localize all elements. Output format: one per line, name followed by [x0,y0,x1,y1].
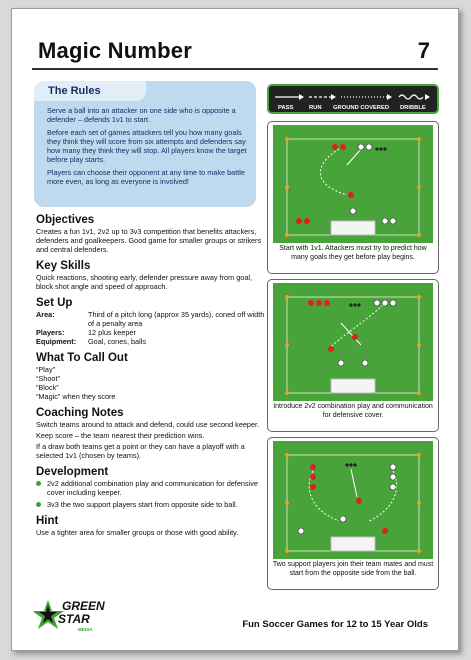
cone-icons [285,137,421,237]
call-out-line: “Magic” when they score [36,392,116,401]
diagram-caption: Two support players join their team mate… [272,561,434,577]
ball-icons [375,147,387,151]
title-divider [32,68,438,70]
attacker-players [310,464,388,534]
pass-arrow-icon [340,322,362,346]
rules-paragraph: Players can choose their opponent at any… [47,168,245,186]
logo-word-media: MEDIA [78,627,93,632]
coaching-text: If a draw both teams get a point or they… [36,442,245,460]
coaching-section: Coaching Notes Switch teams around to at… [36,407,266,460]
run-arrow-icon [320,148,348,196]
pitch-diagram-2 [273,283,433,401]
diagram-panel-1: Start with 1v1. Attackers must try to pr… [267,121,439,274]
pass-arrow-icon [275,94,304,100]
setup-heading: Set Up [36,297,73,309]
diagram-caption: Start with 1v1. Attackers must try to pr… [279,245,427,261]
pitch-diagram-3 [273,441,433,559]
key-skills-section: Key Skills Quick reactions, shooting ear… [36,260,266,291]
run-arrow-icon [309,94,336,100]
legend-pass-label: PASS [278,105,294,111]
legend-run-label: RUN [309,105,322,111]
setup-key: Area: [36,310,55,319]
call-out-line: “Shoot” [36,374,60,383]
legend-lines [275,94,430,100]
rules-body: Serve a ball into an attacker on one sid… [47,106,249,190]
diagram-panel-2: Introduce 2v2 combination play and commu… [267,279,439,432]
rules-box: The Rules Serve a ball into an attacker … [34,81,256,207]
development-heading: Development [36,466,109,478]
cone-icons [285,295,421,395]
setup-value: Third of a pitch long (approx 35 yards),… [88,310,265,328]
development-item: 3v3 the two support players start from o… [36,500,266,509]
diagram-panel-3: Two support players join their team mate… [267,437,439,590]
pass-arrow-icon [346,148,362,166]
bullet-icon [36,481,41,486]
setup-value: 12 plus keeper [88,328,136,337]
call-out-line: “Play” [36,365,56,374]
hint-text: Use a tighter area for smaller groups or… [36,528,239,537]
run-arrow-icon [330,304,384,348]
goal-icon [330,220,376,236]
development-text: 2v2 additional combination play and comm… [47,479,258,497]
page-title: Magic Number [38,38,192,63]
logo-word-star: STAR [58,612,90,626]
setup-row-players: Players: 12 plus keeper [36,328,266,337]
diagram-caption: Introduce 2v2 combination play and commu… [273,403,433,419]
key-skills-heading: Key Skills [36,260,91,272]
logo-word-green: GREEN [62,599,105,613]
call-out-section: What To Call Out “Play” “Shoot” “Block” … [36,352,266,401]
setup-value: Goal, cones, balls [88,337,147,346]
goal-icon [330,378,376,394]
coaching-heading: Coaching Notes [36,407,124,419]
setup-key: Players: [36,328,65,337]
ball-icons [349,303,361,307]
cone-icons [285,453,421,553]
attacker-players [296,144,354,224]
rules-paragraph: Serve a ball into an attacker on one sid… [47,106,236,124]
green-star-logo: GREEN STAR MEDIA [32,596,114,638]
rules-tab [34,81,146,101]
defender-players [297,463,397,535]
objectives-section: Objectives Creates a fun 1v1, 2v2 up to … [36,214,266,254]
development-section: Development 2v2 additional combination p… [36,466,266,509]
ground-covered-arrow-icon [341,94,392,100]
left-column: Objectives Creates a fun 1v1, 2v2 up to … [36,214,266,543]
development-text: 3v3 the two support players start from o… [47,500,238,509]
logo-graphic: GREEN STAR MEDIA [32,599,105,632]
objectives-text: Creates a fun 1v1, 2v2 up to 3v3 competi… [36,227,262,254]
star-inner-icon [39,605,57,623]
defender-players [349,143,397,225]
ball-icons [345,463,357,467]
rules-paragraph: Before each set of games attackers tell … [47,128,247,164]
pass-arrow-icon [350,468,358,498]
footer-tagline: Fun Soccer Games for 12 to 15 Year Olds [242,619,428,630]
setup-row-area: Area: Third of a pitch long (approx 35 y… [36,310,266,328]
coaching-text: Switch teams around to attack and defend… [36,420,260,429]
goal-icon [330,536,376,552]
call-out-heading: What To Call Out [36,352,128,364]
objectives-heading: Objectives [36,214,95,226]
coaching-text: Keep score – the team nearest their pred… [36,431,205,440]
dribble-arrow-icon [398,94,430,100]
coaching-page: Magic Number 7 The Rules Serve a ball in… [11,8,459,651]
development-item: 2v2 additional combination play and comm… [36,479,266,497]
setup-key: Equipment: [36,337,77,346]
hint-section: Hint Use a tighter area for smaller grou… [36,515,266,537]
attacker-players [308,300,358,352]
page-number: 7 [417,38,430,63]
call-out-line: “Block” [36,383,59,392]
setup-section: Set Up Area: Third of a pitch long (appr… [36,297,266,346]
rules-title: The Rules [48,85,101,97]
hint-heading: Hint [36,515,59,527]
bullet-icon [36,502,41,507]
legend-ground-label: GROUND COVERED [333,105,390,111]
defender-players [337,299,397,367]
setup-row-equipment: Equipment: Goal, cones, balls [36,337,266,346]
key-skills-text: Quick reactions, shooting early, defende… [36,273,253,291]
pitch-diagram-1 [273,125,433,243]
movement-legend: PASS RUN GROUND COVERED DRIBBLE [267,84,439,114]
legend-dribble-label: DRIBBLE [400,105,426,111]
